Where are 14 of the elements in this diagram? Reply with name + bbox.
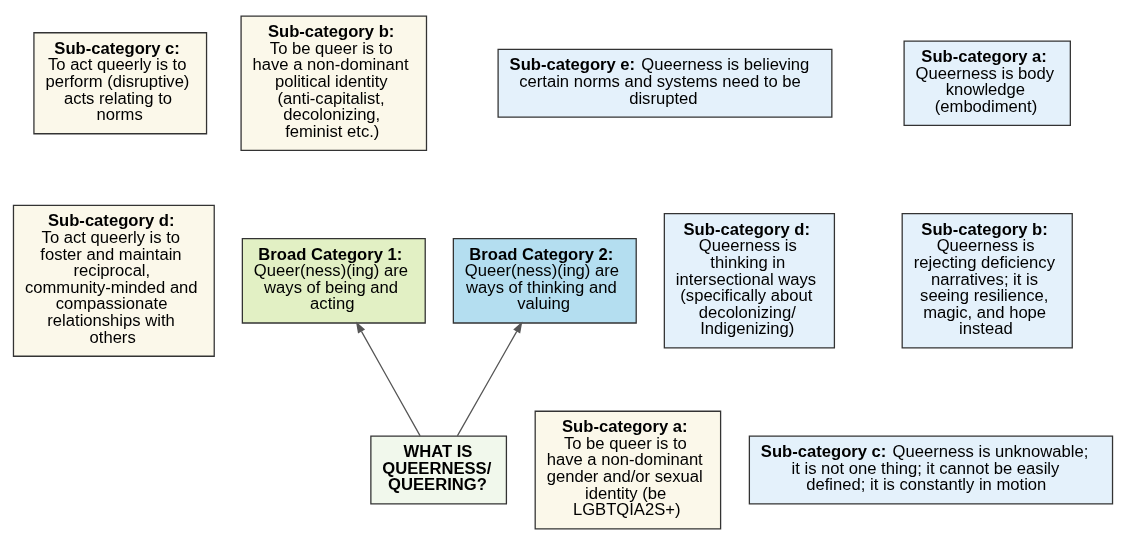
node-box: Sub-category c: Queerness is unknowable; it is not one thing; it cannot be easily defined; it is constantly in motion — [748, 435, 1114, 505]
node-box: Sub-category d: Queerness is thinking in intersectional ways (specifically about decolonizing/ Indigenizing) — [663, 213, 836, 349]
node-box: Sub-category e: Queerness is believing certain norms and systems need to be disrupted — [497, 48, 833, 118]
node-box: Sub-category b: To be queer is to have a non-dominant political identity (anti-capitalist, decolonizing, feminist etc.) — [240, 15, 428, 151]
node-box: Broad Category 1: Queer(ness)(ing) are ways of being and acting — [241, 237, 426, 324]
node-box: Sub-category a: Queerness is body knowledge (embodiment) — [903, 40, 1071, 127]
node-box: Sub-category c: To act queerly is to perform (disruptive) acts relating to norms — [33, 32, 208, 135]
arrow — [456, 321, 523, 437]
arrow — [355, 321, 421, 437]
node-box: Sub-category b: Queerness is rejecting deficiency narratives; it is seeing resilience, magic, and hope instead — [901, 213, 1073, 349]
node-box: Broad Category 2: Queer(ness)(ing) are ways of thinking and valuing — [452, 237, 637, 324]
node-box: Sub-category a: To be queer is to have a non-dominant gender and/or sexual identity (be LGBTQIA2S+) — [534, 410, 722, 530]
node-box: Sub-category d: To act queerly is to foster and maintain reciprocal, community-minded and compassionate relationships with others — [12, 204, 215, 357]
node-box: WHAT IS QUEERNESS/ QUEERING? — [370, 435, 508, 505]
